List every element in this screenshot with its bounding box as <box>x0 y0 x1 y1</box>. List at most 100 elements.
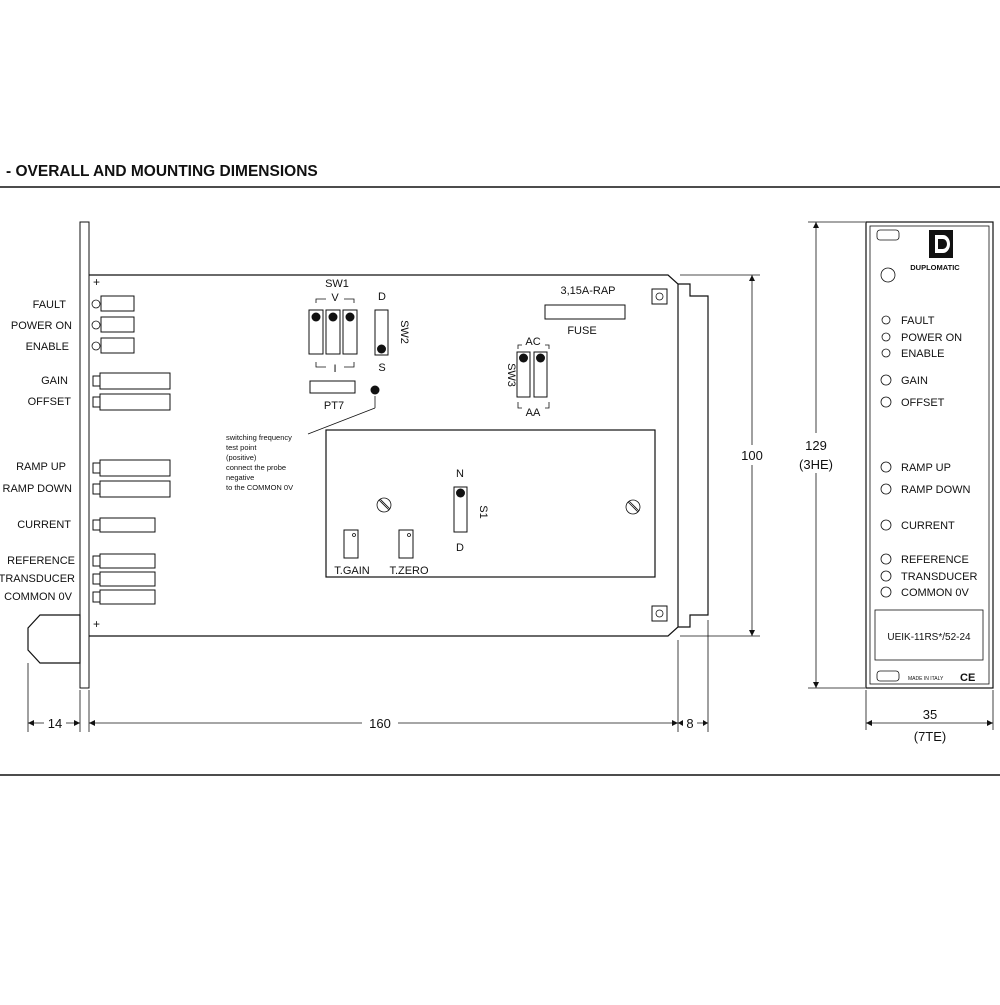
front-label-enable: ENABLE <box>901 348 944 360</box>
trimmer-gain <box>92 372 171 390</box>
screw-left <box>376 497 392 513</box>
front-panel: DUPLOMATIC FAULT POWER ON ENABLE GAIN OF… <box>865 221 994 689</box>
dim-7te: (7TE) <box>914 729 947 744</box>
mount-slot-top <box>876 229 900 241</box>
side-label-offset: OFFSET <box>28 396 72 408</box>
note-line-5: negative <box>226 473 254 482</box>
dim-35: 35 <box>923 707 937 722</box>
plus-mark-bottom: + <box>93 617 100 631</box>
front-label-gain: GAIN <box>901 375 928 387</box>
socket-common <box>92 589 156 605</box>
s1-n-label: N <box>456 468 464 480</box>
fuse-rating: 3,15A-RAP <box>560 285 615 297</box>
dim-160: 160 <box>369 716 391 731</box>
side-label-power-on: POWER ON <box>11 320 72 332</box>
side-label-common: COMMON 0V <box>4 591 73 603</box>
indicator-components <box>91 295 171 605</box>
front-label-transducer: TRANSDUCER <box>901 571 977 583</box>
sw1-v-label: V <box>331 292 339 304</box>
dim-129: 129 <box>805 438 827 453</box>
sw3-aa-label: AA <box>526 407 541 419</box>
side-label-current: CURRENT <box>17 519 71 531</box>
switch-s1 <box>453 486 468 533</box>
pt7-connector: PT7 <box>307 380 380 435</box>
model-code: UEIK-11RS*/52-24 <box>887 632 971 643</box>
dim-100: 100 <box>741 448 763 463</box>
test-point-note: switching frequency test point (positive… <box>226 433 293 492</box>
test-point <box>370 385 380 395</box>
sw2-d-label: D <box>378 291 386 303</box>
s1-d-label: D <box>456 542 464 554</box>
socket-reference <box>92 553 156 569</box>
s1-label: S1 <box>477 505 489 518</box>
panel-button <box>880 267 896 283</box>
trimmer-t-gain <box>343 529 359 559</box>
sw3-label: SW3 <box>505 363 517 387</box>
model-plate <box>874 609 984 661</box>
pcb-board: + + <box>89 274 709 637</box>
dimensions-side: 14 160 8 100 129 (3HE) <box>27 221 865 732</box>
trimmer-ramp-up <box>92 459 171 477</box>
side-label-ramp-down: RAMP DOWN <box>3 483 73 495</box>
note-line-6: to the COMMON 0V <box>226 483 293 492</box>
plus-mark-top: + <box>93 275 100 289</box>
mount-slot-bottom <box>876 670 900 682</box>
sw3-ac-label: AC <box>525 336 540 348</box>
side-label-reference: REFERENCE <box>7 555 75 567</box>
brand-name: DUPLOMATIC <box>910 263 960 272</box>
socket-transducer <box>92 571 156 587</box>
side-label-enable: ENABLE <box>26 341 69 353</box>
led-enable <box>91 337 135 354</box>
fuse: 3,15A-RAP FUSE <box>544 285 626 337</box>
section-title: - OVERALL AND MOUNTING DIMENSIONS <box>6 163 318 180</box>
dim-3he: (3HE) <box>799 457 833 472</box>
note-line-2: test point <box>226 443 257 452</box>
front-label-ramp-up: RAMP UP <box>901 462 951 474</box>
ce-mark: CE <box>960 672 975 684</box>
front-label-ramp-down: RAMP DOWN <box>901 484 971 496</box>
led-fault <box>91 295 135 312</box>
fuse-label: FUSE <box>567 325 596 337</box>
front-label-offset: OFFSET <box>901 397 945 409</box>
switch-sw1: SW1 V I <box>308 278 358 375</box>
front-label-power-on: POWER ON <box>901 332 962 344</box>
switch-sw2: D SW2 S <box>374 291 410 374</box>
front-labels: FAULT POWER ON ENABLE GAIN OFFSET RAMP U… <box>880 315 977 599</box>
sw1-i-label: I <box>333 363 336 375</box>
socket-current <box>92 517 156 533</box>
t-gain-label: T.GAIN <box>334 565 370 577</box>
screw-right <box>625 499 641 515</box>
side-label-gain: GAIN <box>41 375 68 387</box>
t-zero-label: T.ZERO <box>389 565 429 577</box>
side-label-fault: FAULT <box>33 299 67 311</box>
front-label-common: COMMON 0V <box>901 587 970 599</box>
sw1-label: SW1 <box>325 278 349 290</box>
front-plate <box>27 221 90 689</box>
front-label-fault: FAULT <box>901 315 935 327</box>
trimmer-offset <box>92 393 171 411</box>
made-in: MADE IN ITALY <box>908 676 944 682</box>
sw2-s-label: S <box>378 362 385 374</box>
dim-14: 14 <box>48 716 62 731</box>
brand-logo <box>929 230 953 258</box>
dimensions-front: 35 (7TE) <box>865 690 994 744</box>
trimmer-ramp-down <box>92 480 171 498</box>
daughter-board: N S1 D T.GAIN T.ZERO <box>325 429 656 578</box>
led-power-on <box>91 316 135 333</box>
switch-sw3: AC SW3 AA <box>505 336 550 419</box>
mount-square-bottom <box>651 605 668 622</box>
note-line-3: (positive) <box>226 453 257 462</box>
side-label-ramp-up: RAMP UP <box>16 461 66 473</box>
side-label-transducer: TRANSDUCER <box>0 573 75 585</box>
note-line-4: connect the probe <box>226 463 286 472</box>
dim-8: 8 <box>686 716 693 731</box>
mount-square-top <box>651 288 668 305</box>
front-label-current: CURRENT <box>901 520 955 532</box>
rear-connector <box>678 283 709 628</box>
pt7-label: PT7 <box>324 400 344 412</box>
side-labels: FAULT POWER ON ENABLE GAIN OFFSET RAMP U… <box>0 299 75 603</box>
front-label-reference: REFERENCE <box>901 554 969 566</box>
note-line-1: switching frequency <box>226 433 292 442</box>
handle <box>27 614 81 664</box>
